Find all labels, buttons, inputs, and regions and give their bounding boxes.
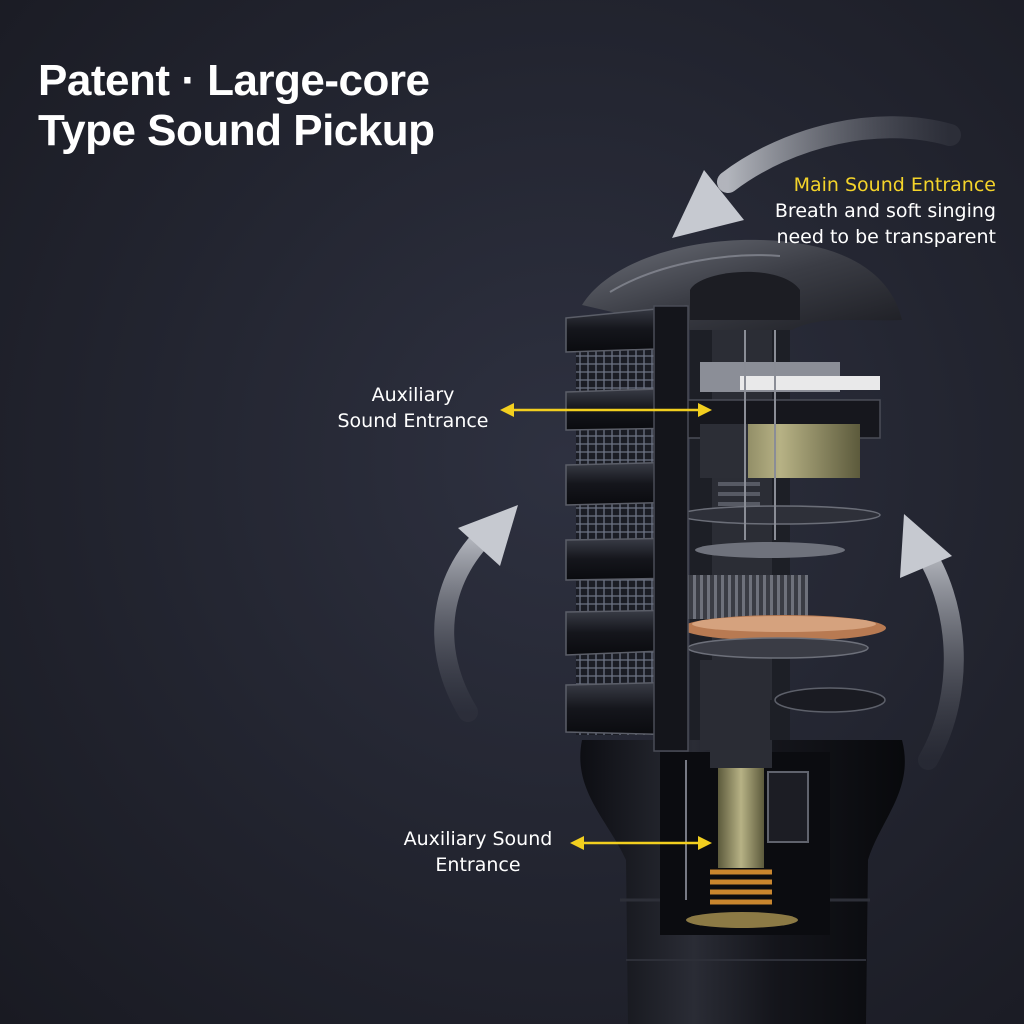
- main-entrance-arrow-icon: [672, 116, 961, 238]
- capsule-core: [679, 270, 886, 750]
- left-entrance-arrow-icon: [434, 505, 518, 722]
- right-entrance-arrow-icon: [900, 514, 964, 770]
- aux-bottom-pointer-icon: [570, 836, 712, 850]
- auxiliary-entrance-top-label: Auxiliary Sound Entrance: [318, 382, 508, 434]
- headline-line-1: Patent · Large-core: [38, 56, 430, 105]
- main-sound-entrance-label: Main Sound Entrance Breath and soft sing…: [760, 172, 996, 250]
- headline-line-2: Type Sound Pickup: [38, 106, 435, 155]
- auxiliary-entrance-bottom-label: Auxiliary Sound Entrance: [388, 826, 568, 878]
- aux-bottom-line-2: Entrance: [435, 854, 521, 876]
- aux-top-pointer-icon: [500, 403, 712, 417]
- main-sound-entrance-heading: Main Sound Entrance: [793, 174, 996, 196]
- grille-ribs: [565, 305, 689, 752]
- aux-top-line-2: Sound Entrance: [337, 410, 489, 432]
- headline: Patent · Large-core Type Sound Pickup: [38, 56, 435, 156]
- aux-top-line-1: Auxiliary: [371, 384, 455, 406]
- main-sound-entrance-desc-1: Breath and soft singing: [774, 200, 996, 222]
- handle-cutaway: [660, 740, 830, 935]
- main-sound-entrance-desc-2: need to be transparent: [776, 226, 996, 248]
- aux-bottom-line-1: Auxiliary Sound: [403, 828, 553, 850]
